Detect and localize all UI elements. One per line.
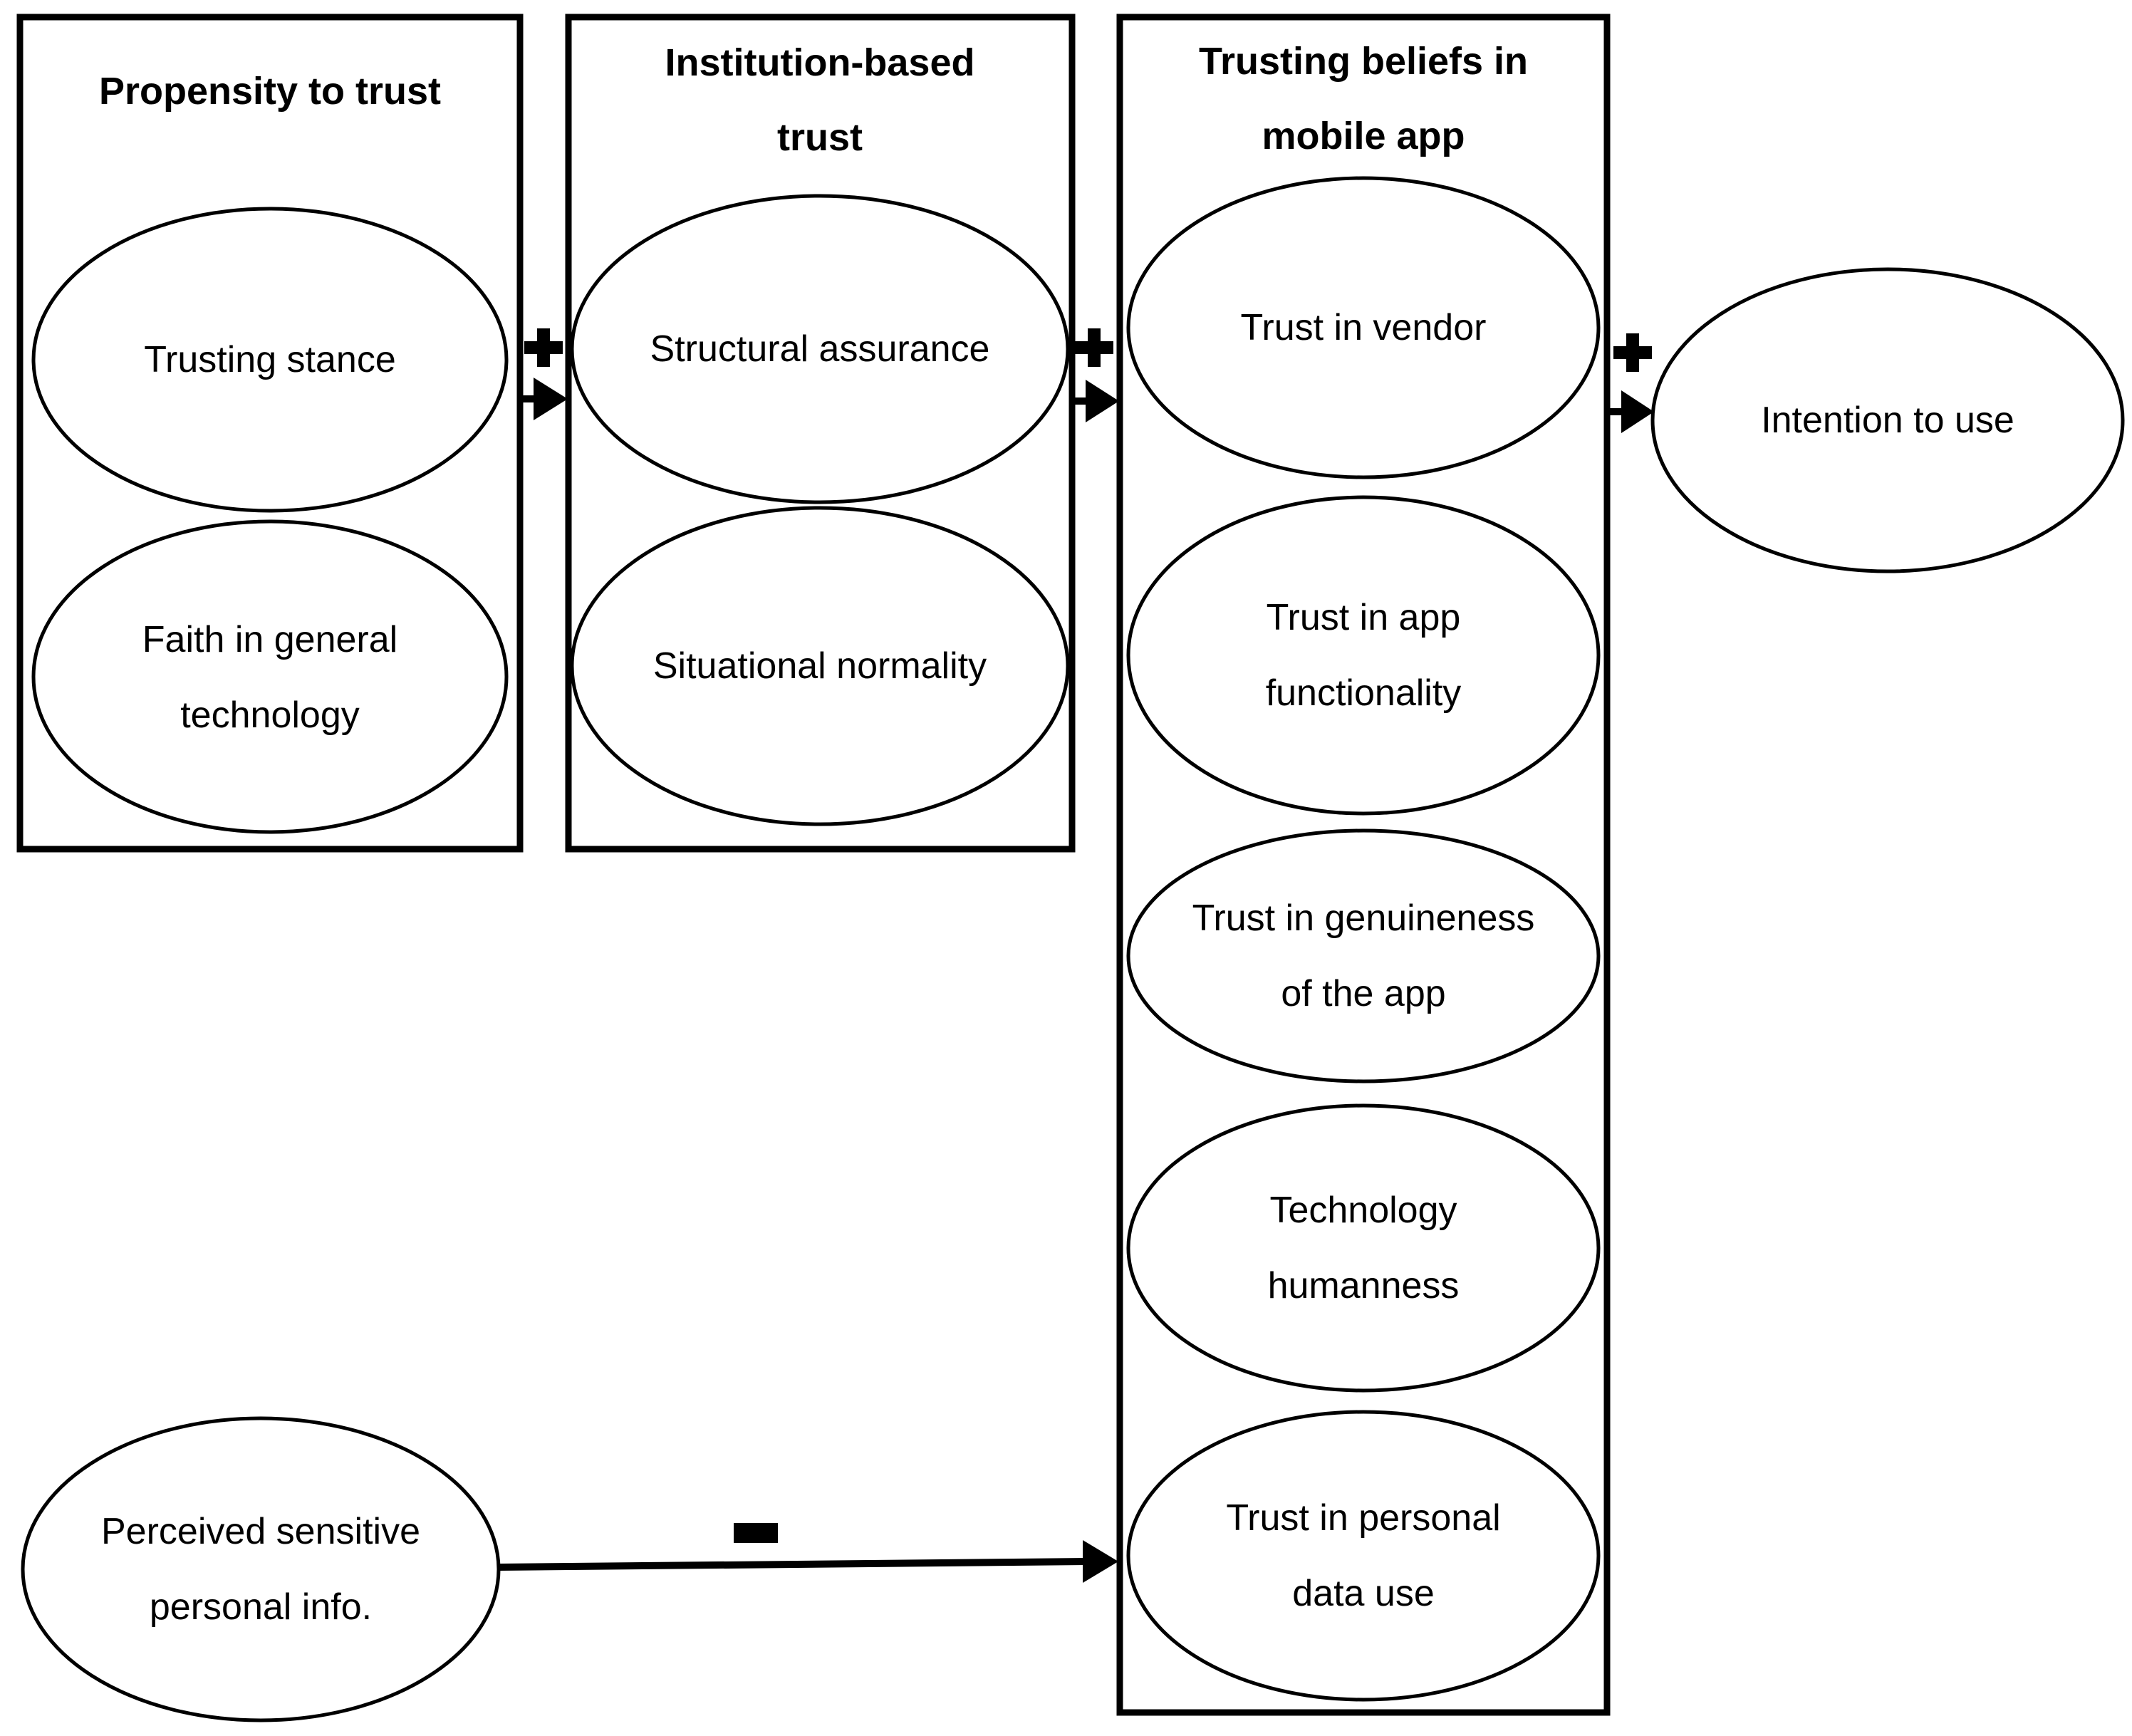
arrowhead-icon [1621,390,1654,433]
node-trust-in-personal-data-use: Trust in personal data use [1126,1410,1601,1702]
group-institution-based-trust: Institution-based trust Structural assur… [565,14,1076,853]
node-trust-in-vendor: Trust in vendor [1126,176,1601,479]
arrowhead-icon [1086,380,1119,422]
perceived-sensitive-label-line2: personal info. [150,1586,372,1628]
node-trusting-stance: Trusting stance [31,207,509,513]
plus-sign-icon [524,328,563,367]
trusting-stance-label: Trusting stance [144,339,396,380]
trust-in-vendor-ellipse [1126,176,1601,479]
arrow-propensity-to-institution [517,328,568,420]
structural-assurance-ellipse [570,194,1070,504]
arrow-institution-to-beliefs [1072,328,1119,422]
trust-in-app-functionality-label-line2: functionality [1266,672,1462,714]
arrowhead-icon [1083,1540,1118,1583]
trust-in-personal-data-use-label-line1: Trust in personal [1226,1497,1500,1539]
institution-box-title-line1: Institution-based [665,41,975,84]
technology-humanness-label-line2: humanness [1268,1265,1460,1306]
group-trusting-beliefs-in-mobile-app: Trusting beliefs in mobile app Trust in … [1116,14,1611,1716]
technology-humanness-label-line1: Technology [1269,1190,1457,1231]
beliefs-box-title-line1: Trusting beliefs in [1199,40,1528,83]
arrow-shaft [498,1558,1088,1571]
faith-technology-ellipse [31,519,509,834]
trust-in-app-functionality-label-line1: Trust in app [1267,597,1461,638]
intention-to-use-label: Intention to use [1761,400,2014,441]
trusting-stance-ellipse [31,207,509,513]
arrow-perceived-to-personal-data-use [498,1523,1118,1583]
technology-humanness-ellipse [1126,1103,1601,1393]
node-technology-humanness: Technology humanness [1126,1103,1601,1393]
structural-assurance-label: Structural assurance [650,328,990,370]
node-faith-in-general-technology: Faith in general technology [31,519,509,834]
trust-in-personal-data-use-ellipse [1126,1410,1601,1702]
beliefs-box-title-line2: mobile app [1262,115,1465,157]
arrow-beliefs-to-intention [1607,333,1654,433]
trust-in-personal-data-use-label-line2: data use [1292,1573,1435,1614]
situational-normality-label: Situational normality [653,645,987,687]
propensity-box-title: Propensity to trust [99,70,441,113]
perceived-sensitive-ellipse [21,1416,501,1722]
situational-normality-ellipse [570,506,1070,826]
node-trust-in-app-functionality: Trust in app functionality [1126,495,1601,816]
trust-in-app-functionality-ellipse [1126,495,1601,816]
plus-sign-icon [1075,328,1113,367]
trust-in-genuineness-ellipse [1126,828,1601,1083]
plus-sign-icon [1613,333,1652,372]
node-trust-in-genuineness-of-the-app: Trust in genuineness of the app [1126,828,1601,1083]
trust-in-vendor-label: Trust in vendor [1241,307,1487,348]
intention-to-use-ellipse [1650,267,2125,573]
institution-box-title-line2: trust [777,116,863,159]
arrowhead-icon [534,378,568,420]
trust-in-genuineness-label-line2: of the app [1281,973,1445,1014]
group-propensity-to-trust: Propensity to trust Trusting stance Fait… [16,14,524,853]
node-structural-assurance: Structural assurance [570,194,1070,504]
perceived-sensitive-label-line1: Perceived sensitive [101,1511,420,1552]
minus-sign-icon [734,1523,778,1543]
node-intention-to-use: Intention to use [1650,267,2125,573]
node-perceived-sensitive-personal-info: Perceived sensitive personal info. [21,1416,501,1722]
trust-in-genuineness-label-line1: Trust in genuineness [1192,898,1535,939]
faith-technology-label-line1: Faith in general [142,619,397,660]
node-situational-normality: Situational normality [570,506,1070,826]
faith-technology-label-line2: technology [180,695,360,736]
